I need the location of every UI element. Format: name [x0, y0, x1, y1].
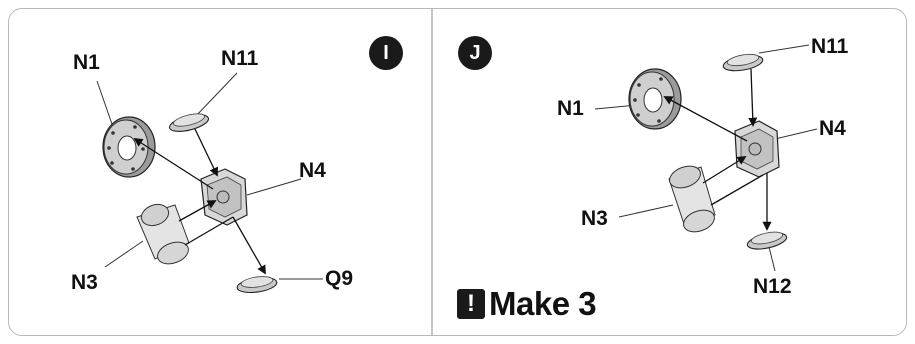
leader-n3	[618, 204, 674, 218]
arrow-n3-b	[710, 174, 764, 206]
part-n4-hub	[734, 120, 780, 178]
label-n11: N11	[221, 47, 259, 70]
arrow-q9	[232, 216, 266, 275]
panel-divider	[431, 9, 433, 335]
part-n11-plate	[722, 53, 764, 72]
label-n11: N11	[811, 35, 849, 58]
label-n4: N4	[819, 117, 846, 140]
part-n11-plate	[168, 113, 210, 132]
leader-n11	[758, 44, 810, 54]
arrow-n11	[194, 128, 218, 177]
leader-n4	[246, 178, 302, 196]
leader-n4	[774, 128, 818, 140]
step-letter: I	[383, 41, 389, 64]
label-n1: N1	[557, 97, 584, 120]
leader-n11	[194, 72, 238, 118]
label-n3: N3	[71, 271, 98, 294]
arrow-n1	[663, 96, 748, 142]
make-quantity-note: ! Make 3	[457, 285, 597, 323]
part-n12-plate	[746, 231, 788, 250]
part-n3-barrel	[668, 165, 716, 233]
arrow-n3-b	[184, 216, 234, 246]
label-q9: Q9	[325, 267, 354, 290]
label-n3: N3	[581, 207, 608, 230]
step-panel-i: I N1 N11 N4 N3 Q9	[9, 9, 431, 335]
label-n4: N4	[299, 159, 326, 182]
part-n1-flange	[628, 68, 682, 130]
leader-n12	[768, 246, 776, 272]
arrow-n3-a	[702, 156, 747, 184]
step-badge-j: J	[458, 36, 492, 70]
step-letter: J	[469, 41, 481, 64]
part-n1-flange	[102, 116, 156, 178]
assembly-drawing-j	[594, 44, 818, 272]
part-n4-hub	[200, 168, 248, 226]
arrow-n1	[133, 138, 214, 190]
leader-n1	[96, 80, 114, 128]
assembly-drawing-i	[96, 72, 323, 294]
label-n12: N12	[753, 275, 792, 298]
make-quantity-text: Make 3	[489, 285, 597, 322]
arrow-n11	[748, 68, 758, 127]
arrow-n3-a	[178, 200, 217, 222]
exclamation-icon: !	[457, 289, 485, 319]
step-badge-i: I	[369, 36, 403, 70]
part-n3-barrel	[136, 203, 190, 265]
leader-n3	[104, 240, 144, 268]
label-n1: N1	[73, 51, 100, 74]
step-panel-j: J N1 N11 N4 N3 N12 ! Make 3	[433, 9, 905, 335]
part-q9-plate	[236, 276, 278, 294]
